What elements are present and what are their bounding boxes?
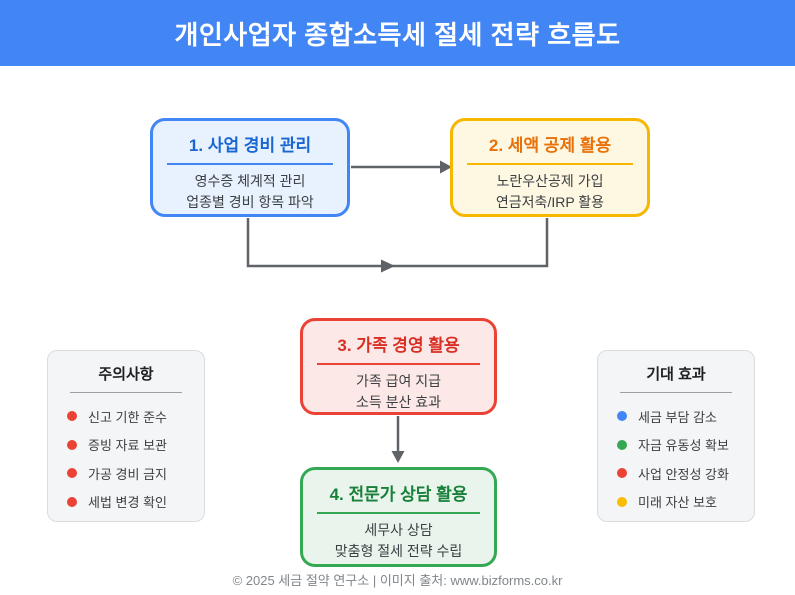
list-item: 세금 부담 감소: [598, 402, 754, 431]
list-item-label: 사업 안정성 강화: [638, 466, 729, 482]
list-item: 미래 자산 보호: [598, 488, 754, 517]
list-item-label: 세법 변경 확인: [88, 495, 167, 511]
cautions-panel-title: 주의사항: [98, 366, 154, 383]
bullet-dot-icon: [617, 439, 627, 450]
list-item: 사업 안정성 강화: [598, 459, 754, 488]
divider: [620, 392, 732, 393]
list-item-label: 신고 기한 준수: [88, 409, 167, 425]
list-item: 신고 기한 준수: [48, 402, 204, 431]
bullet-dot-icon: [67, 468, 77, 479]
list-item-label: 세금 부담 감소: [638, 409, 717, 425]
flow-step-3-line-1: 가족 급여 지급: [355, 373, 442, 389]
flow-step-3: 3. 가족 경영 활용 가족 급여 지급 소득 분산 효과: [300, 318, 497, 415]
flow-step-4: 4. 전문가 상담 활용 세무사 상담 맞춤형 절세 전략 수립: [300, 467, 497, 567]
flow-step-3-title: 3. 가족 경영 활용: [337, 336, 460, 355]
list-item-label: 자금 유동성 확보: [638, 438, 729, 454]
bullet-dot-icon: [617, 468, 627, 479]
list-item-label: 가공 경비 금지: [88, 466, 167, 482]
bullet-dot-icon: [617, 411, 627, 422]
list-item: 증빙 자료 보관: [48, 431, 204, 460]
benefits-panel-title: 기대 효과: [646, 366, 706, 383]
list-item-label: 미래 자산 보호: [638, 495, 717, 511]
page-title: 개인사업자 종합소득세 절세 전략 흐름도: [174, 19, 621, 50]
arrowhead-down-icon: [391, 451, 405, 463]
flow-step-4-line-2: 맞춤형 절세 전략 수립: [334, 543, 463, 559]
bullet-dot-icon: [67, 411, 77, 422]
flow-step-1: 1. 사업 경비 관리 영수증 체계적 관리 업종별 경비 항목 파악: [150, 118, 350, 217]
flow-step-1-line-2: 업종별 경비 항목 파악: [186, 194, 314, 210]
bullet-dot-icon: [67, 496, 77, 507]
bullet-dot-icon: [617, 496, 627, 507]
divider: [317, 363, 480, 365]
list-item: 자금 유동성 확보: [598, 431, 754, 460]
cautions-panel: 주의사항 신고 기한 준수 증빙 자료 보관 가공 경비 금지 세법 변경 확인: [47, 350, 205, 522]
flow-step-2-line-2: 연금저축/IRP 활용: [495, 194, 605, 210]
footer-credit: © 2025 세금 절약 연구소 | 이미지 출처: www.bizforms.…: [232, 573, 563, 588]
benefits-panel: 기대 효과 세금 부담 감소 자금 유동성 확보 사업 안정성 강화 미래 자산…: [597, 350, 755, 522]
flow-step-4-line-1: 세무사 상담: [364, 522, 433, 538]
arrowhead-mid-right-icon: [381, 259, 395, 273]
header-bar: 개인사업자 종합소득세 절세 전략 흐름도: [0, 0, 795, 66]
flow-step-1-title: 1. 사업 경비 관리: [188, 136, 312, 155]
divider: [70, 392, 182, 393]
list-item-label: 증빙 자료 보관: [88, 438, 167, 454]
flow-step-2: 2. 세액 공제 활용 노란우산공제 가입 연금저축/IRP 활용: [450, 118, 650, 217]
divider: [167, 163, 333, 165]
connector-step1-step2-lower-loop: [246, 218, 549, 268]
list-item: 가공 경비 금지: [48, 459, 204, 488]
list-item: 세법 변경 확인: [48, 488, 204, 517]
flow-step-2-title: 2. 세액 공제 활용: [488, 136, 612, 155]
divider: [317, 512, 480, 514]
divider: [467, 163, 633, 165]
flow-step-3-line-2: 소득 분산 효과: [355, 394, 442, 410]
bullet-dot-icon: [67, 439, 77, 450]
flow-step-1-line-1: 영수증 체계적 관리: [194, 173, 306, 189]
flow-step-2-line-1: 노란우산공제 가입: [496, 173, 604, 189]
flow-step-4-title: 4. 전문가 상담 활용: [329, 485, 468, 504]
